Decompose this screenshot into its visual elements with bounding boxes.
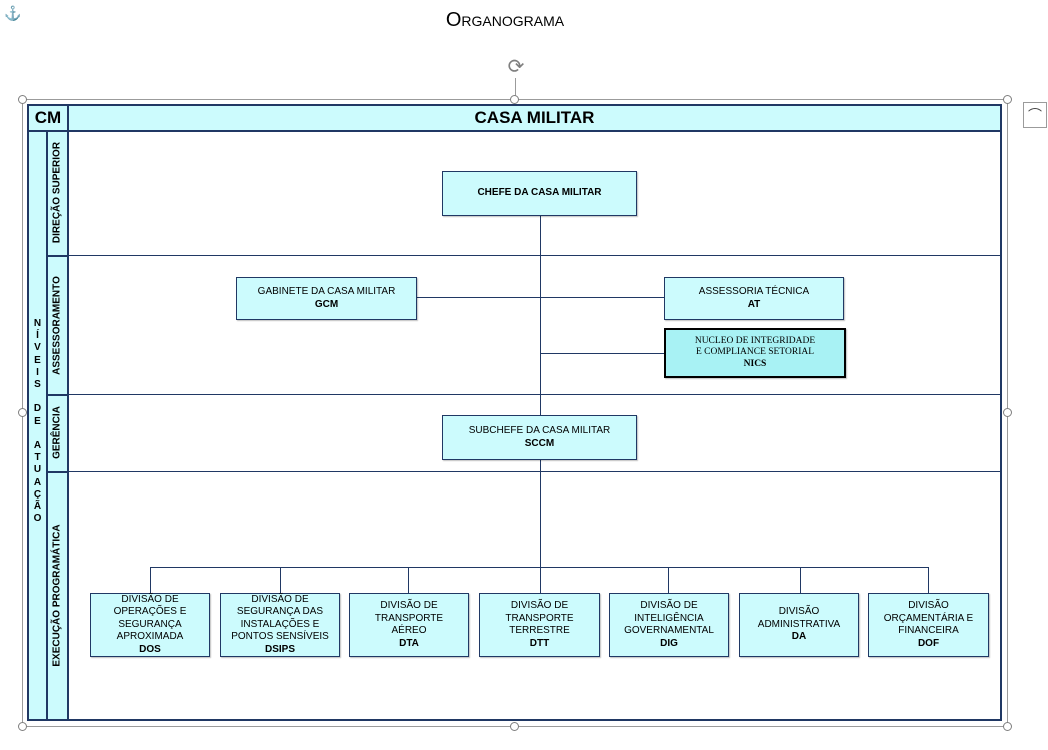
connector-division: [408, 567, 409, 593]
node-gabinete-name: GABINETE DA CASA MILITAR: [257, 286, 396, 297]
node-gabinete-abbr: GCM: [314, 298, 339, 310]
node-division[interactable]: DIVISÃO DE TRANSPORTE TERRESTRE DTT: [479, 593, 600, 657]
node-division-abbr: DOS: [139, 643, 161, 655]
resize-handle-top-left[interactable]: [18, 95, 27, 104]
resize-handle-top[interactable]: [510, 95, 519, 104]
node-subchefe-name: SUBCHEFE DA CASA MILITAR: [468, 425, 611, 436]
connector-division: [928, 567, 929, 593]
resize-handle-right[interactable]: [1003, 408, 1012, 417]
node-division-name: DIVISÃO ADMINISTRATIVA: [757, 606, 841, 630]
node-division-abbr: DOF: [917, 637, 940, 649]
level-divider: [46, 394, 1002, 395]
resize-handle-bottom-right[interactable]: [1003, 722, 1012, 731]
node-division-name: DIVISÃO DE SEGURANÇA DAS INSTALAÇÕES E P…: [231, 593, 329, 643]
node-division-abbr: DIG: [660, 637, 678, 649]
level-label-execucao: EXECUÇÃO PROGRAMÁTICA: [51, 524, 63, 667]
node-division-abbr: DA: [791, 631, 807, 643]
resize-handle-bottom[interactable]: [510, 722, 519, 731]
node-division-name: DIVISÃO ORÇAMENTÁRIA E FINANCEIRA: [883, 600, 974, 636]
header-title: CASA MILITAR: [67, 104, 1002, 132]
resize-handle-left[interactable]: [18, 408, 27, 417]
niveis-label: N Í V E I S D E A T U A Ç Ã O: [33, 318, 42, 525]
header-abbr: CM: [27, 104, 69, 132]
node-nics-line1: NUCLEO DE INTEGRIDADE: [694, 335, 816, 346]
node-division-abbr: DTA: [399, 637, 419, 649]
node-subchefe[interactable]: SUBCHEFE DA CASA MILITAR SCCM: [442, 415, 637, 460]
connector-division: [150, 567, 151, 593]
layout-options-icon[interactable]: ⌒: [1023, 102, 1047, 128]
node-division[interactable]: DIVISÃO DE TRANSPORTE AÉREO DTA: [349, 593, 469, 657]
node-division-name: DIVISÃO DE INTELIGÊNCIA GOVERNAMENTAL: [624, 600, 714, 636]
anchor-icon: ⚓: [4, 5, 22, 21]
node-division-name: DIVISÃO DE TRANSPORTE AÉREO: [374, 600, 444, 636]
node-division[interactable]: DIVISÃO DE INTELIGÊNCIA GOVERNAMENTAL DI…: [609, 593, 729, 657]
node-nics[interactable]: NUCLEO DE INTEGRIDADE E COMPLIANCE SETOR…: [664, 328, 846, 378]
level-label-direcao: DIREÇÃO SUPERIOR: [51, 141, 63, 244]
node-subchefe-abbr: SCCM: [524, 437, 555, 449]
connector-division: [540, 567, 541, 593]
node-division[interactable]: DIVISÃO ADMINISTRATIVA DA: [739, 593, 859, 657]
level-label-gerencia: GERÊNCIA: [51, 406, 63, 459]
connector-division: [668, 567, 669, 593]
node-assessoria-name: ASSESSORIA TÉCNICA: [698, 286, 810, 297]
level-label-assessoramento: ASSESSORAMENTO: [51, 276, 63, 375]
level-divider: [46, 255, 1002, 256]
level-divider: [46, 471, 1002, 472]
node-division-name: DIVISÃO DE OPERAÇÕES E SEGURANÇA APROXIM…: [113, 593, 187, 643]
node-division[interactable]: DIVISÃO DE OPERAÇÕES E SEGURANÇA APROXIM…: [90, 593, 210, 657]
resize-handle-bottom-left[interactable]: [18, 722, 27, 731]
node-nics-line2: E COMPLIANCE SETORIAL: [695, 347, 815, 358]
rotate-handle-icon[interactable]: ⟳: [507, 56, 525, 78]
node-division-abbr: DTT: [529, 637, 550, 649]
node-division[interactable]: DIVISÃO ORÇAMENTÁRIA E FINANCEIRA DOF: [868, 593, 989, 657]
rotate-handle-stem: [515, 78, 516, 100]
page-title: Organograma: [445, 9, 565, 31]
connector-division: [800, 567, 801, 593]
level-cell-execucao: [46, 471, 69, 721]
connector-main-upper: [540, 216, 541, 416]
connector-staff: [417, 297, 664, 298]
node-nics-abbr: NICS: [743, 358, 767, 369]
node-assessoria[interactable]: ASSESSORIA TÉCNICA AT: [664, 277, 844, 320]
connector-division: [280, 567, 281, 593]
node-division-name: DIVISÃO DE TRANSPORTE TERRESTRE: [505, 600, 574, 636]
connector-divisions-bus: [150, 567, 928, 568]
node-division[interactable]: DIVISÃO DE SEGURANÇA DAS INSTALAÇÕES E P…: [220, 593, 340, 657]
node-gabinete[interactable]: GABINETE DA CASA MILITAR GCM: [236, 277, 417, 320]
connector-nics: [540, 353, 664, 354]
node-assessoria-abbr: AT: [747, 298, 761, 310]
node-division-abbr: DSIPS: [264, 643, 295, 655]
node-chefe-name: CHEFE DA CASA MILITAR: [477, 187, 602, 199]
node-chefe[interactable]: CHEFE DA CASA MILITAR: [442, 171, 637, 216]
resize-handle-top-right[interactable]: [1003, 95, 1012, 104]
connector-main-lower: [540, 460, 541, 567]
